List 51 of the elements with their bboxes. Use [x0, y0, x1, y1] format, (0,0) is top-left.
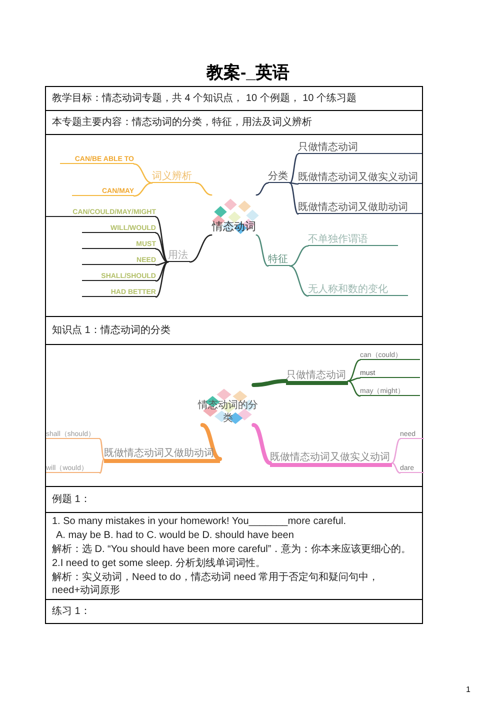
table-text: A. may be B. had to C. would be D. should have been — [55, 529, 295, 542]
topic-text: 既做情态动词又做实义动词 — [270, 449, 392, 467]
page-title: 教案-_英语 — [205, 64, 291, 81]
branch-line — [347, 359, 361, 382]
branch-line — [200, 423, 222, 461]
branch-line — [155, 261, 169, 298]
table-text: 例题 1： — [52, 493, 92, 506]
branch-line — [289, 265, 309, 297]
table-text: 2.I need to get some sleep. 分析划线单词词性。 — [52, 557, 266, 570]
branch-line — [256, 234, 269, 267]
branch-line — [289, 182, 299, 185]
page-number: 1 — [466, 684, 470, 696]
table-text: 教学目标：情态动词专题，共 4 个知识点， 10 个例题， 10 个练习题 — [52, 92, 358, 105]
branch-line — [391, 462, 401, 474]
table-text: 本专题主要内容：情态动词的分类，特征，用法及词义辨析 — [52, 116, 313, 129]
branch-line — [155, 232, 169, 263]
branch-line — [133, 163, 153, 184]
branch-line — [155, 261, 169, 266]
branch-line — [155, 248, 169, 263]
topic-text: 分类 — [268, 168, 290, 183]
table-text: 解析：实义动词，Need to do，情态动词 need 常用于否定句和疑问句中，need+动词原形 — [52, 571, 380, 597]
table-text: 1. So many mistakes in your homework! You_______more careful. — [52, 515, 348, 528]
branch-line — [289, 245, 309, 267]
table-text: 解析：选 D. “You should have been more careful”．意为：你本来应该更细心的。 — [52, 543, 412, 556]
branch-line — [155, 216, 169, 263]
topic-text: 只做情态动词 — [286, 367, 348, 385]
topic-text: 不单独作谓语 — [308, 231, 398, 246]
topic-text: 用法 — [168, 247, 190, 262]
branch-line — [347, 377, 361, 382]
table-text: 知识点 1：情态动词的分类 — [52, 324, 172, 337]
branch-line — [289, 153, 299, 184]
branch-line — [347, 380, 361, 397]
branch-line — [99, 458, 105, 474]
branch-line — [155, 261, 169, 282]
table-text: 练习 1： — [52, 605, 92, 618]
topic-text: 无人称和数的变化 — [308, 281, 408, 296]
branch-line — [252, 423, 272, 465]
topic-text: 既做情态动词又做助动词 — [298, 199, 422, 214]
branch-line — [195, 182, 212, 196]
topic-text: 只做情态动词 — [298, 139, 422, 154]
topic-text: 词义辨析 — [152, 168, 196, 183]
topic-text: 特征 — [268, 251, 290, 266]
branch-line — [391, 438, 401, 464]
topic-text: 既做情态动词又做实义动词 — [298, 169, 422, 184]
branch-line — [189, 234, 212, 263]
branch-line — [252, 379, 288, 387]
topic-text: 既做情态动词又做助动词 — [104, 445, 220, 463]
branch-line — [99, 438, 105, 460]
branch-line — [256, 182, 269, 196]
branch-line — [289, 182, 299, 215]
branch-line — [133, 182, 153, 197]
